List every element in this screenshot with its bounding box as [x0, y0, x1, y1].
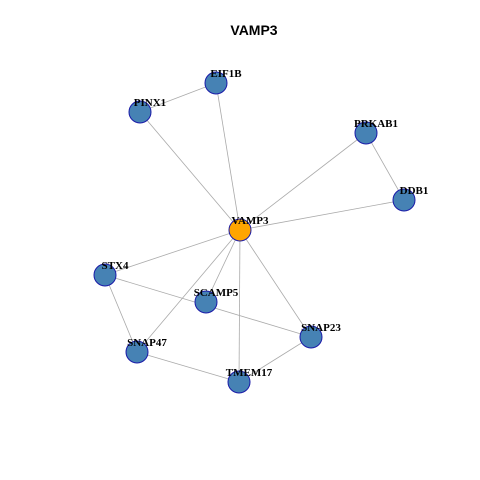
- edge-snap47-tmem17: [136, 351, 240, 383]
- edge-vamp3-prkab1: [239, 132, 367, 231]
- edge-vamp3-pinx1: [139, 111, 241, 231]
- node-label-pinx1: PINX1: [134, 97, 166, 109]
- edge-vamp3-snap23: [239, 229, 312, 338]
- node-label-vamp3: VAMP3: [231, 215, 269, 227]
- node-tmem17: [227, 370, 251, 394]
- node-label-snap47: SNAP47: [127, 337, 167, 349]
- edge-vamp3-tmem17: [238, 229, 241, 383]
- edge-layer: [104, 82, 405, 383]
- label-layer: VAMP3 EIF1B PINX1PRKAB1DDB1STX4SCAMP5SNAP2…: [102, 68, 429, 379]
- edge-stx4-snap47: [104, 274, 138, 353]
- graph-title: VAMP3: [230, 22, 277, 38]
- node-vamp3: [228, 218, 252, 242]
- node-prkab1: [354, 121, 378, 145]
- node-label-stx4: STX4: [102, 260, 129, 272]
- edge-prkab1-ddb1: [365, 132, 405, 201]
- node-label-prkab1: PRKAB1: [354, 118, 398, 130]
- node-snap23: [299, 325, 323, 349]
- edge-vamp3-eif1b: [215, 82, 241, 231]
- node-pinx1: [128, 100, 152, 124]
- node-stx4: [93, 263, 117, 287]
- node-ddb1: [392, 188, 416, 212]
- edge-vamp3-scamp5: [205, 229, 241, 303]
- edge-vamp3-stx4: [104, 229, 241, 276]
- node-label-scamp5: SCAMP5: [194, 287, 239, 299]
- node-layer: [93, 71, 416, 394]
- node-label-tmem17: TMEM17: [226, 367, 273, 379]
- node-label-snap23: SNAP23: [301, 322, 341, 334]
- edge-vamp3-ddb1: [239, 199, 405, 231]
- edge-pinx1-eif1b: [139, 82, 217, 113]
- node-snap47: [125, 340, 149, 364]
- node-eif1b: [204, 71, 228, 95]
- edge-tmem17-snap23: [238, 336, 312, 383]
- node-scamp5: [194, 290, 218, 314]
- node-label-ddb1: DDB1: [400, 185, 429, 197]
- node-label-eif1b: EIF1B: [210, 68, 242, 80]
- edge-vamp3-snap47: [136, 229, 241, 353]
